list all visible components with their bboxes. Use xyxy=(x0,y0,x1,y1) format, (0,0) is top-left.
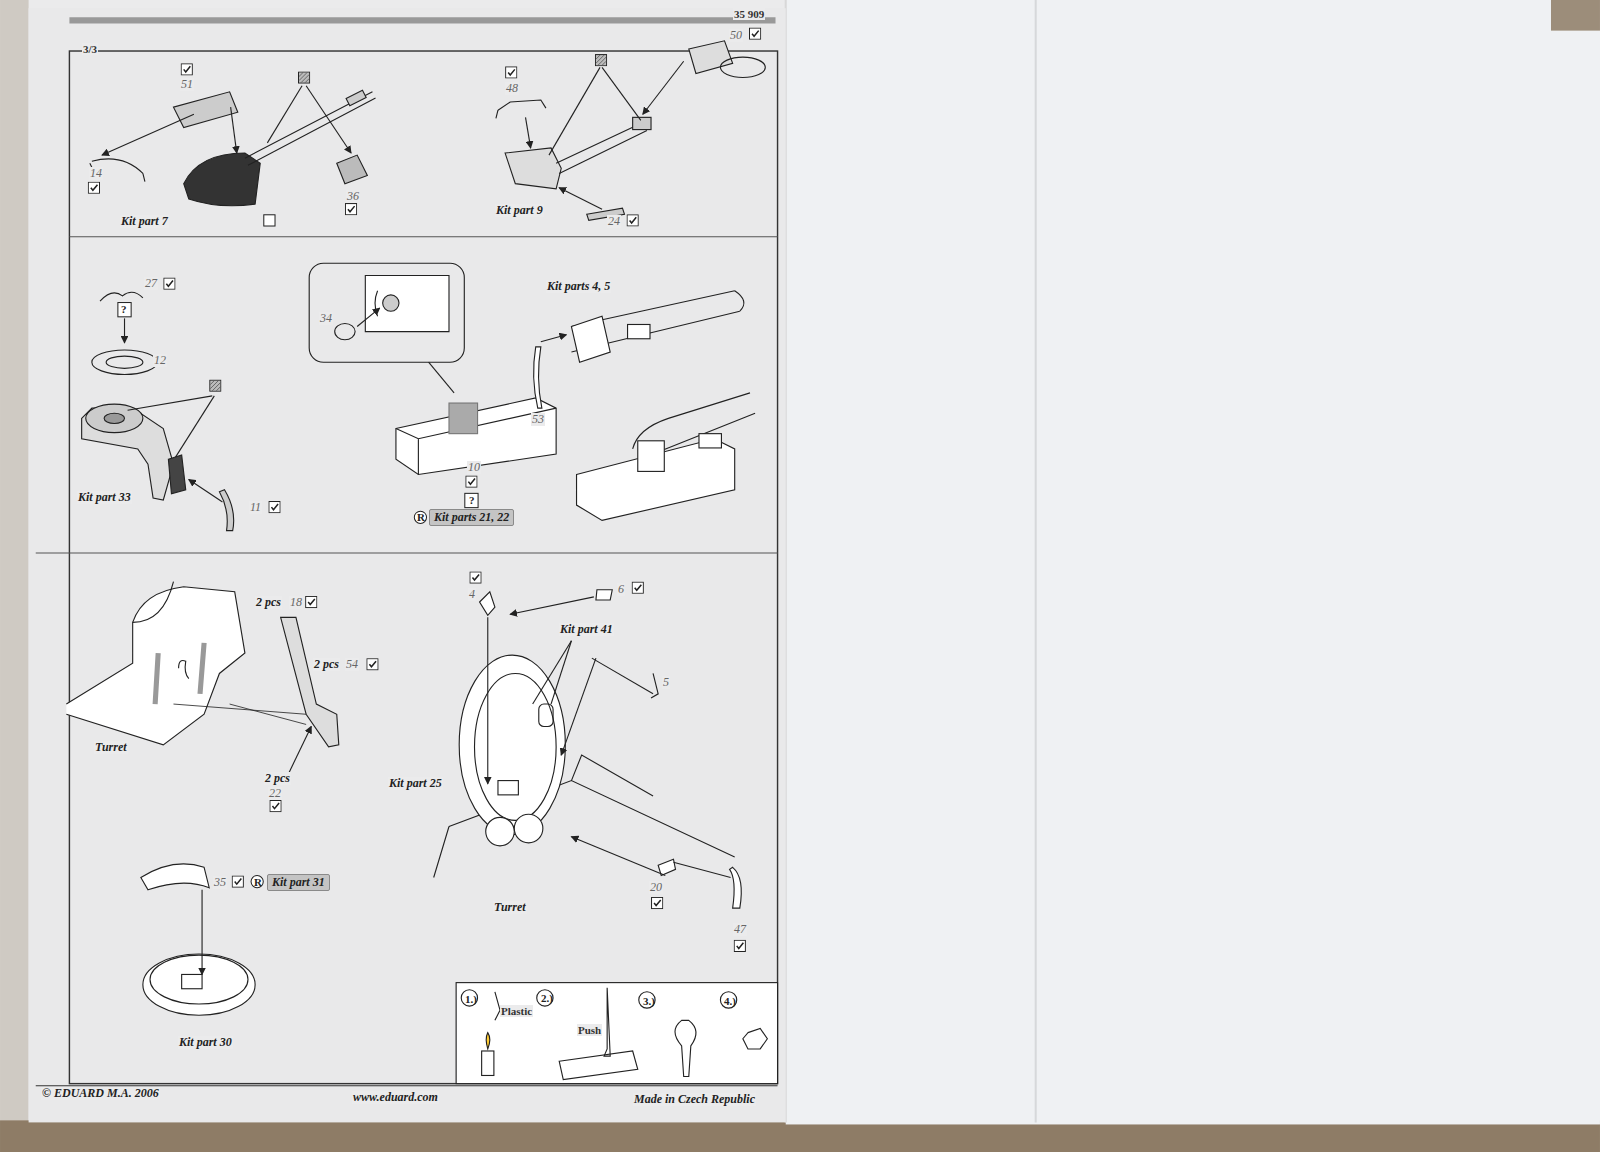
callout-number: 27 xyxy=(144,277,158,290)
footer-text: Made in Czech Republic xyxy=(633,1093,756,1106)
part-label: Turret xyxy=(94,741,128,754)
callout-number: 36 xyxy=(346,190,360,203)
part-label: Kit part 41 xyxy=(559,623,614,636)
callout-number: 18 xyxy=(289,596,303,609)
part-label: Kit part 33 xyxy=(77,491,132,504)
part-label: Kit parts 21, 22 xyxy=(434,510,509,524)
callout-number: 2.) xyxy=(540,992,554,1004)
part-label: Kit part 7 xyxy=(120,215,169,228)
callout-number: 4 xyxy=(468,588,476,601)
callout-number: 11 xyxy=(249,501,262,514)
callout-number: 3.) xyxy=(642,995,656,1007)
callout-number: Push xyxy=(577,1024,602,1036)
callout-number: 51 xyxy=(180,78,194,91)
callout-number: 22 xyxy=(268,787,282,800)
part-label: 2 pcs xyxy=(264,772,291,785)
callout-number: 35 xyxy=(213,876,227,889)
callout-number: 54 xyxy=(345,658,359,671)
part-label: Kit part 25 xyxy=(388,777,443,790)
footer-text: www.eduard.com xyxy=(352,1091,439,1104)
callout-number: 10 xyxy=(467,461,481,474)
callout-number: 35 909 xyxy=(733,8,765,20)
callout-number: 5 xyxy=(662,676,670,689)
callout-number: 1.) xyxy=(464,993,478,1005)
callout-number: 48 xyxy=(505,82,519,95)
callout-number: ? xyxy=(120,303,128,315)
part-label: 2 pcs xyxy=(255,596,282,609)
callout-number: R xyxy=(253,876,263,888)
callout-number: 53 xyxy=(531,413,545,426)
callout-number: 24 xyxy=(607,215,621,228)
callout-number: 4.) xyxy=(723,995,737,1007)
highlighted-part-box: Kit part 31 xyxy=(267,874,330,891)
part-label: Kit part 9 xyxy=(495,204,544,217)
callout-number: 12 xyxy=(153,354,167,367)
callout-number: 6 xyxy=(617,583,625,596)
callout-number: 3/3 xyxy=(82,43,98,55)
part-label: 2 pcs xyxy=(313,658,340,671)
highlighted-part-box: Kit parts 21, 22 xyxy=(429,509,514,526)
callout-number: 14 xyxy=(89,167,103,180)
callout-number: 34 xyxy=(319,312,333,325)
footer-text: © EDUARD M.A. 2006 xyxy=(41,1087,160,1100)
callout-number: 50 xyxy=(729,29,743,42)
part-label: Kit part 31 xyxy=(272,875,325,889)
part-label: Kit parts 4, 5 xyxy=(546,280,611,293)
callout-number: 20 xyxy=(649,881,663,894)
callout-number: Plastic xyxy=(500,1005,533,1017)
callout-number: 47 xyxy=(733,923,747,936)
callout-number: R xyxy=(416,511,426,523)
callout-number: ? xyxy=(468,494,476,506)
part-label: Turret xyxy=(493,901,527,914)
part-label: Kit part 30 xyxy=(178,1036,233,1049)
